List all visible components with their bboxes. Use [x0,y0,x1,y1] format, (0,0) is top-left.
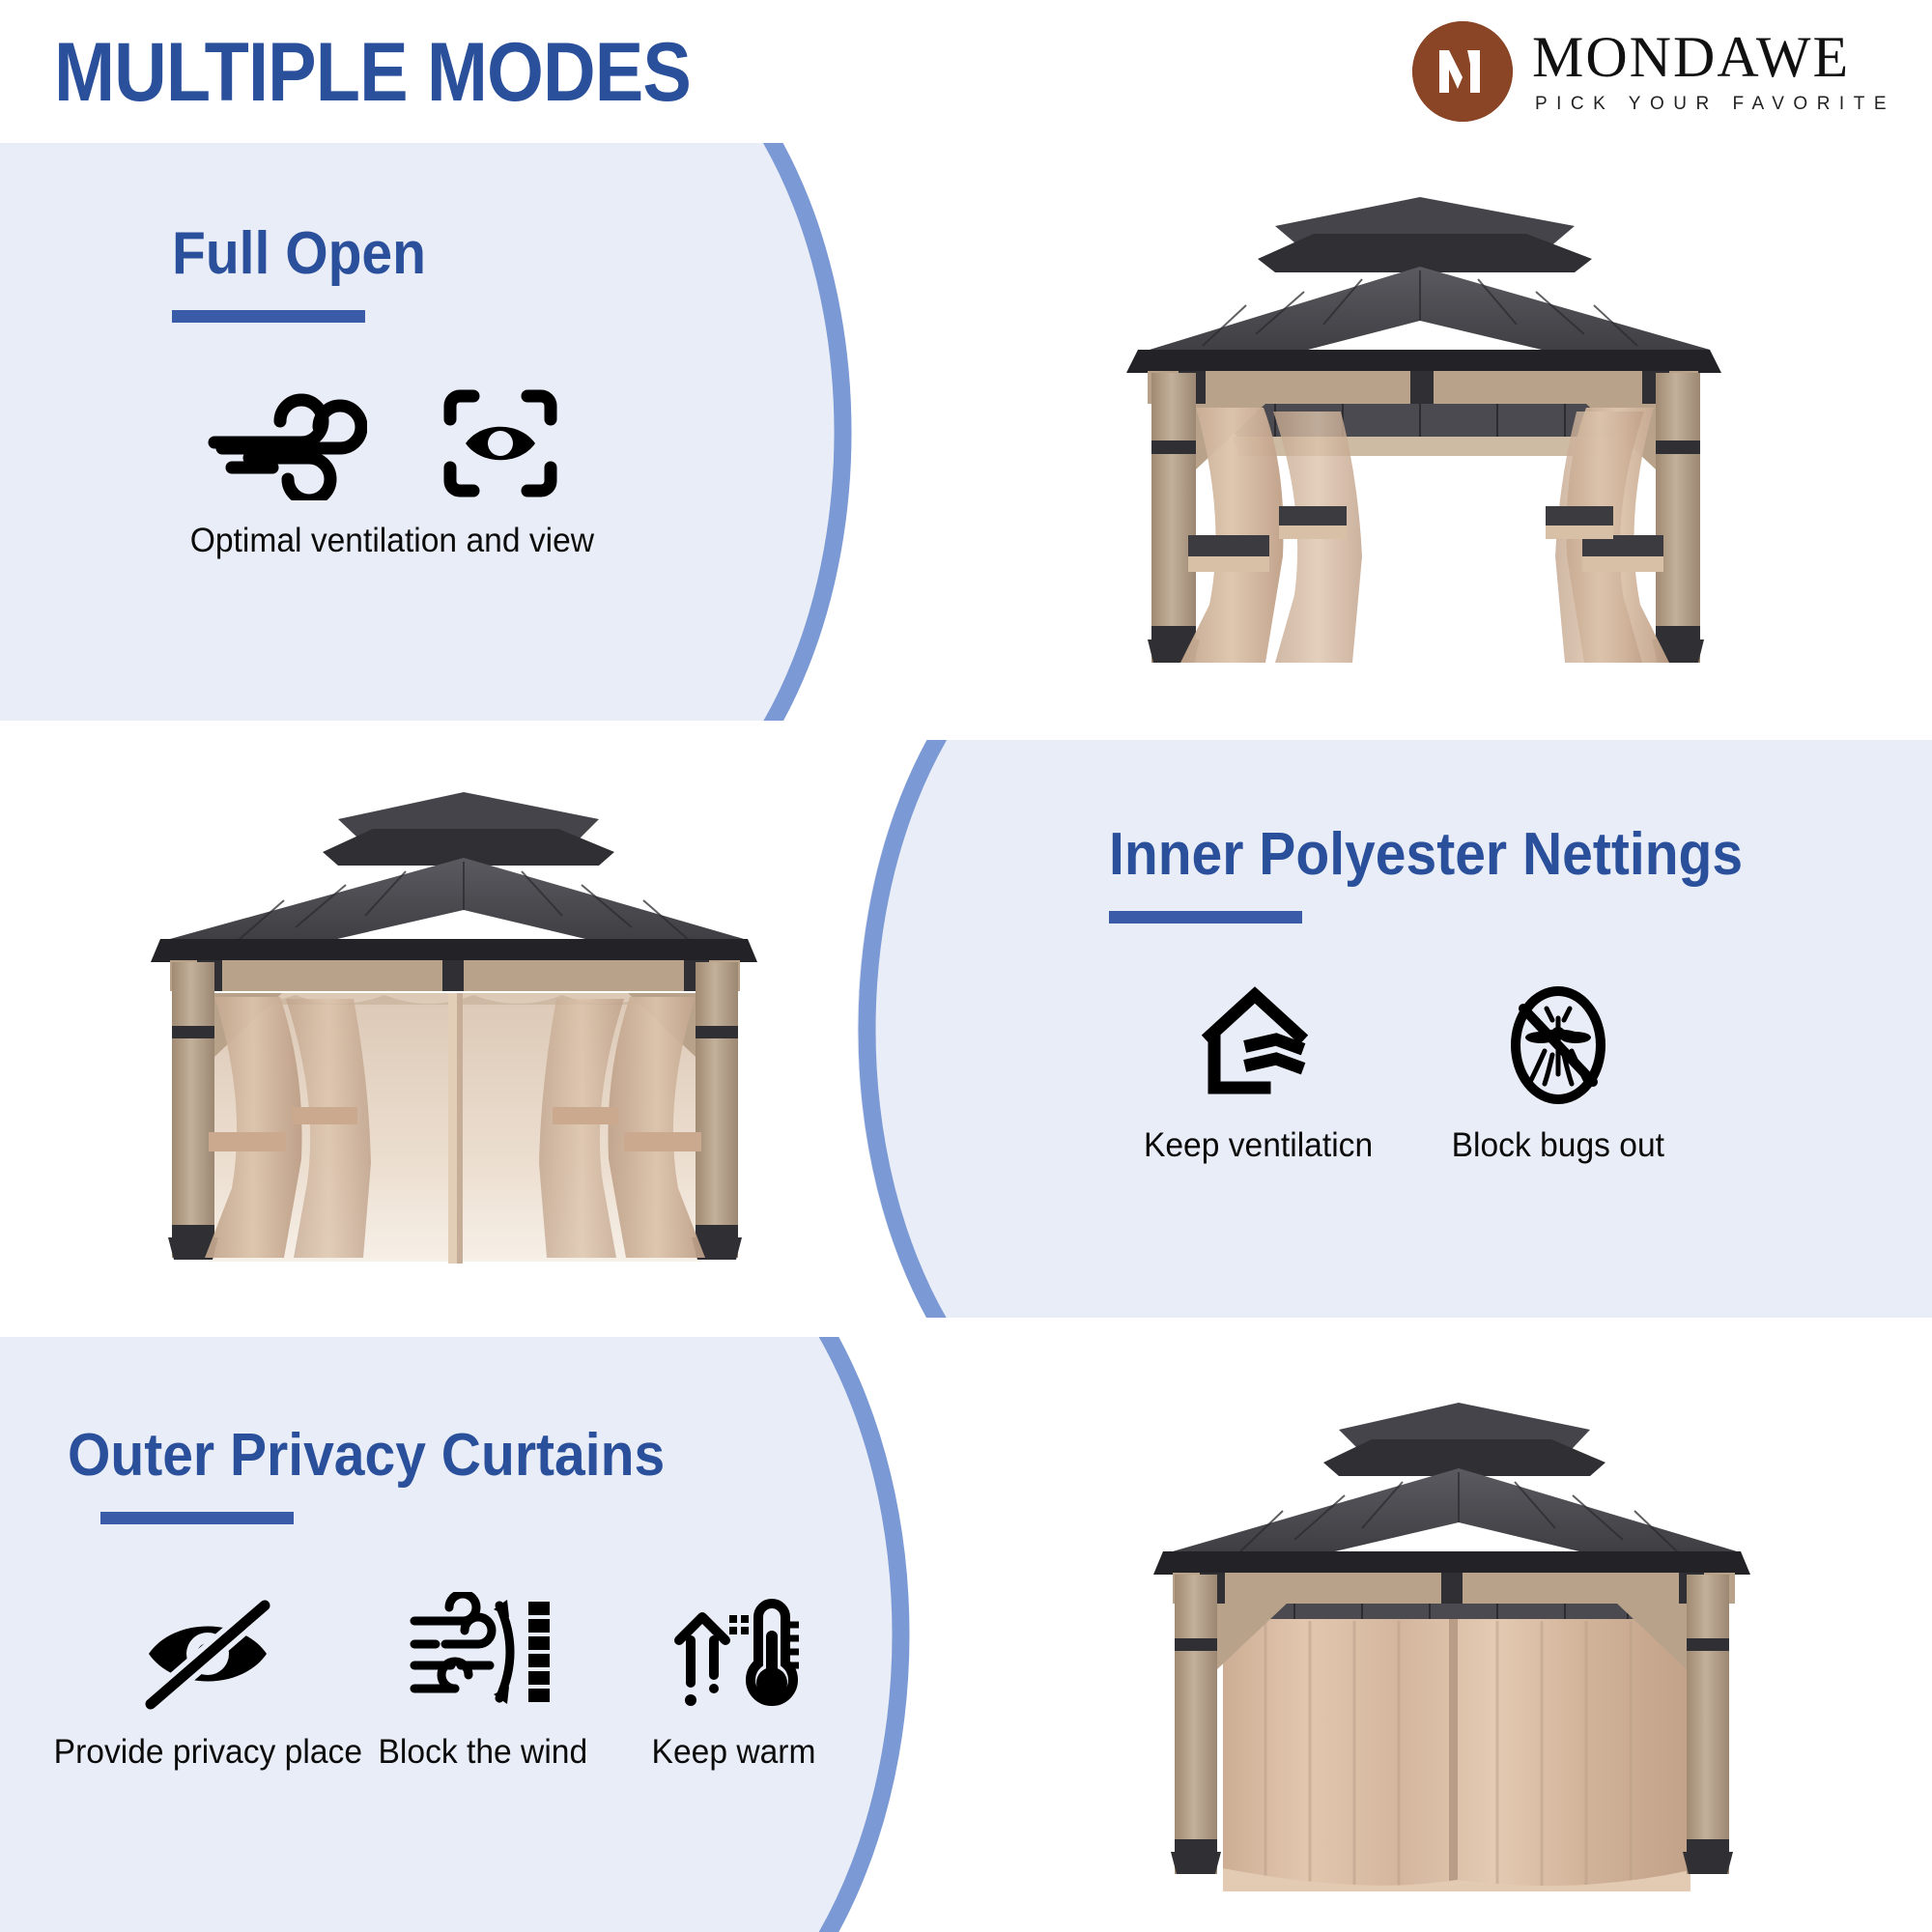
wind-blocked-by-barrier-icon [407,1588,559,1712]
brand-wordmark: MONDAWE PICK YOUR FAVORITE [1532,28,1895,114]
thermometer-rising-icon [669,1588,799,1712]
section-outer-privacy-curtains: Outer Privacy Curtains Provide privacy p… [0,1337,1932,1932]
section-title: Full Open [172,220,427,287]
feature-view [440,377,560,500]
panel-divider-arc [724,1337,1034,1932]
brand-name: MONDAWE [1531,25,1851,90]
house-airflow-icon [1197,981,1321,1105]
brand-logo: MONDAWE PICK YOUR FAVORITE [1411,21,1895,122]
panel-divider-arc [792,740,1101,1318]
section-inner-polyester-nettings: Inner Polyester Nettings [0,740,1932,1318]
feature-block-bugs: Block bugs out [1408,981,1708,1165]
page-header: MULTIPLE MODES MONDAWE PICK YOUR FAVORIT… [0,0,1932,143]
feature-caption: Keep ventilaticn [1144,1126,1374,1165]
title-underline [1109,911,1302,924]
feature-caption: Block bugs out [1451,1126,1665,1165]
gazebo-curtains-closed-photo [1072,1370,1826,1911]
eye-scan-frame-icon [440,377,560,500]
feature-caption: Keep warm [652,1733,816,1772]
section-title: Outer Privacy Curtains [68,1422,666,1489]
wind-icon [205,377,367,501]
eye-slash-icon [135,1588,280,1713]
title-underline [100,1512,294,1525]
feature-caption: Provide privacy place [53,1733,362,1772]
feature-privacy: Provide privacy place [53,1588,362,1772]
gazebo-netting-closed-photo [77,763,831,1304]
brand-tagline: PICK YOUR FAVORITE [1534,93,1895,114]
feature-caption: Block the wind [378,1733,588,1772]
title-underline [172,310,365,324]
gazebo-full-open-photo [1034,151,1806,692]
section-title: Inner Polyester Nettings [1109,821,1744,888]
feature-icons: Provide privacy place [53,1588,850,1772]
feature-icons [205,377,603,501]
nettings-text-block: Inner Polyester Nettings [1109,823,1798,1165]
section-full-open: Full Open [0,143,1932,721]
page-title: MULTIPLE MODES [54,26,692,119]
feature-caption: Optimal ventilation and view [189,522,595,560]
feature-icons: Keep ventilaticn [1109,981,1798,1165]
no-mosquito-icon [1498,981,1618,1105]
privacy-text-block: Outer Privacy Curtains Provide privacy p… [53,1422,850,1772]
feature-keep-warm: Keep warm [618,1588,850,1772]
full-open-text-block: Full Open [172,222,603,560]
mondawe-m-monogram-icon [1411,21,1513,122]
feature-block-wind: Block the wind [348,1588,618,1772]
feature-ventilation [205,377,367,501]
panel-divider-arc [667,143,976,721]
feature-keep-ventilation: Keep ventilaticn [1109,981,1408,1165]
